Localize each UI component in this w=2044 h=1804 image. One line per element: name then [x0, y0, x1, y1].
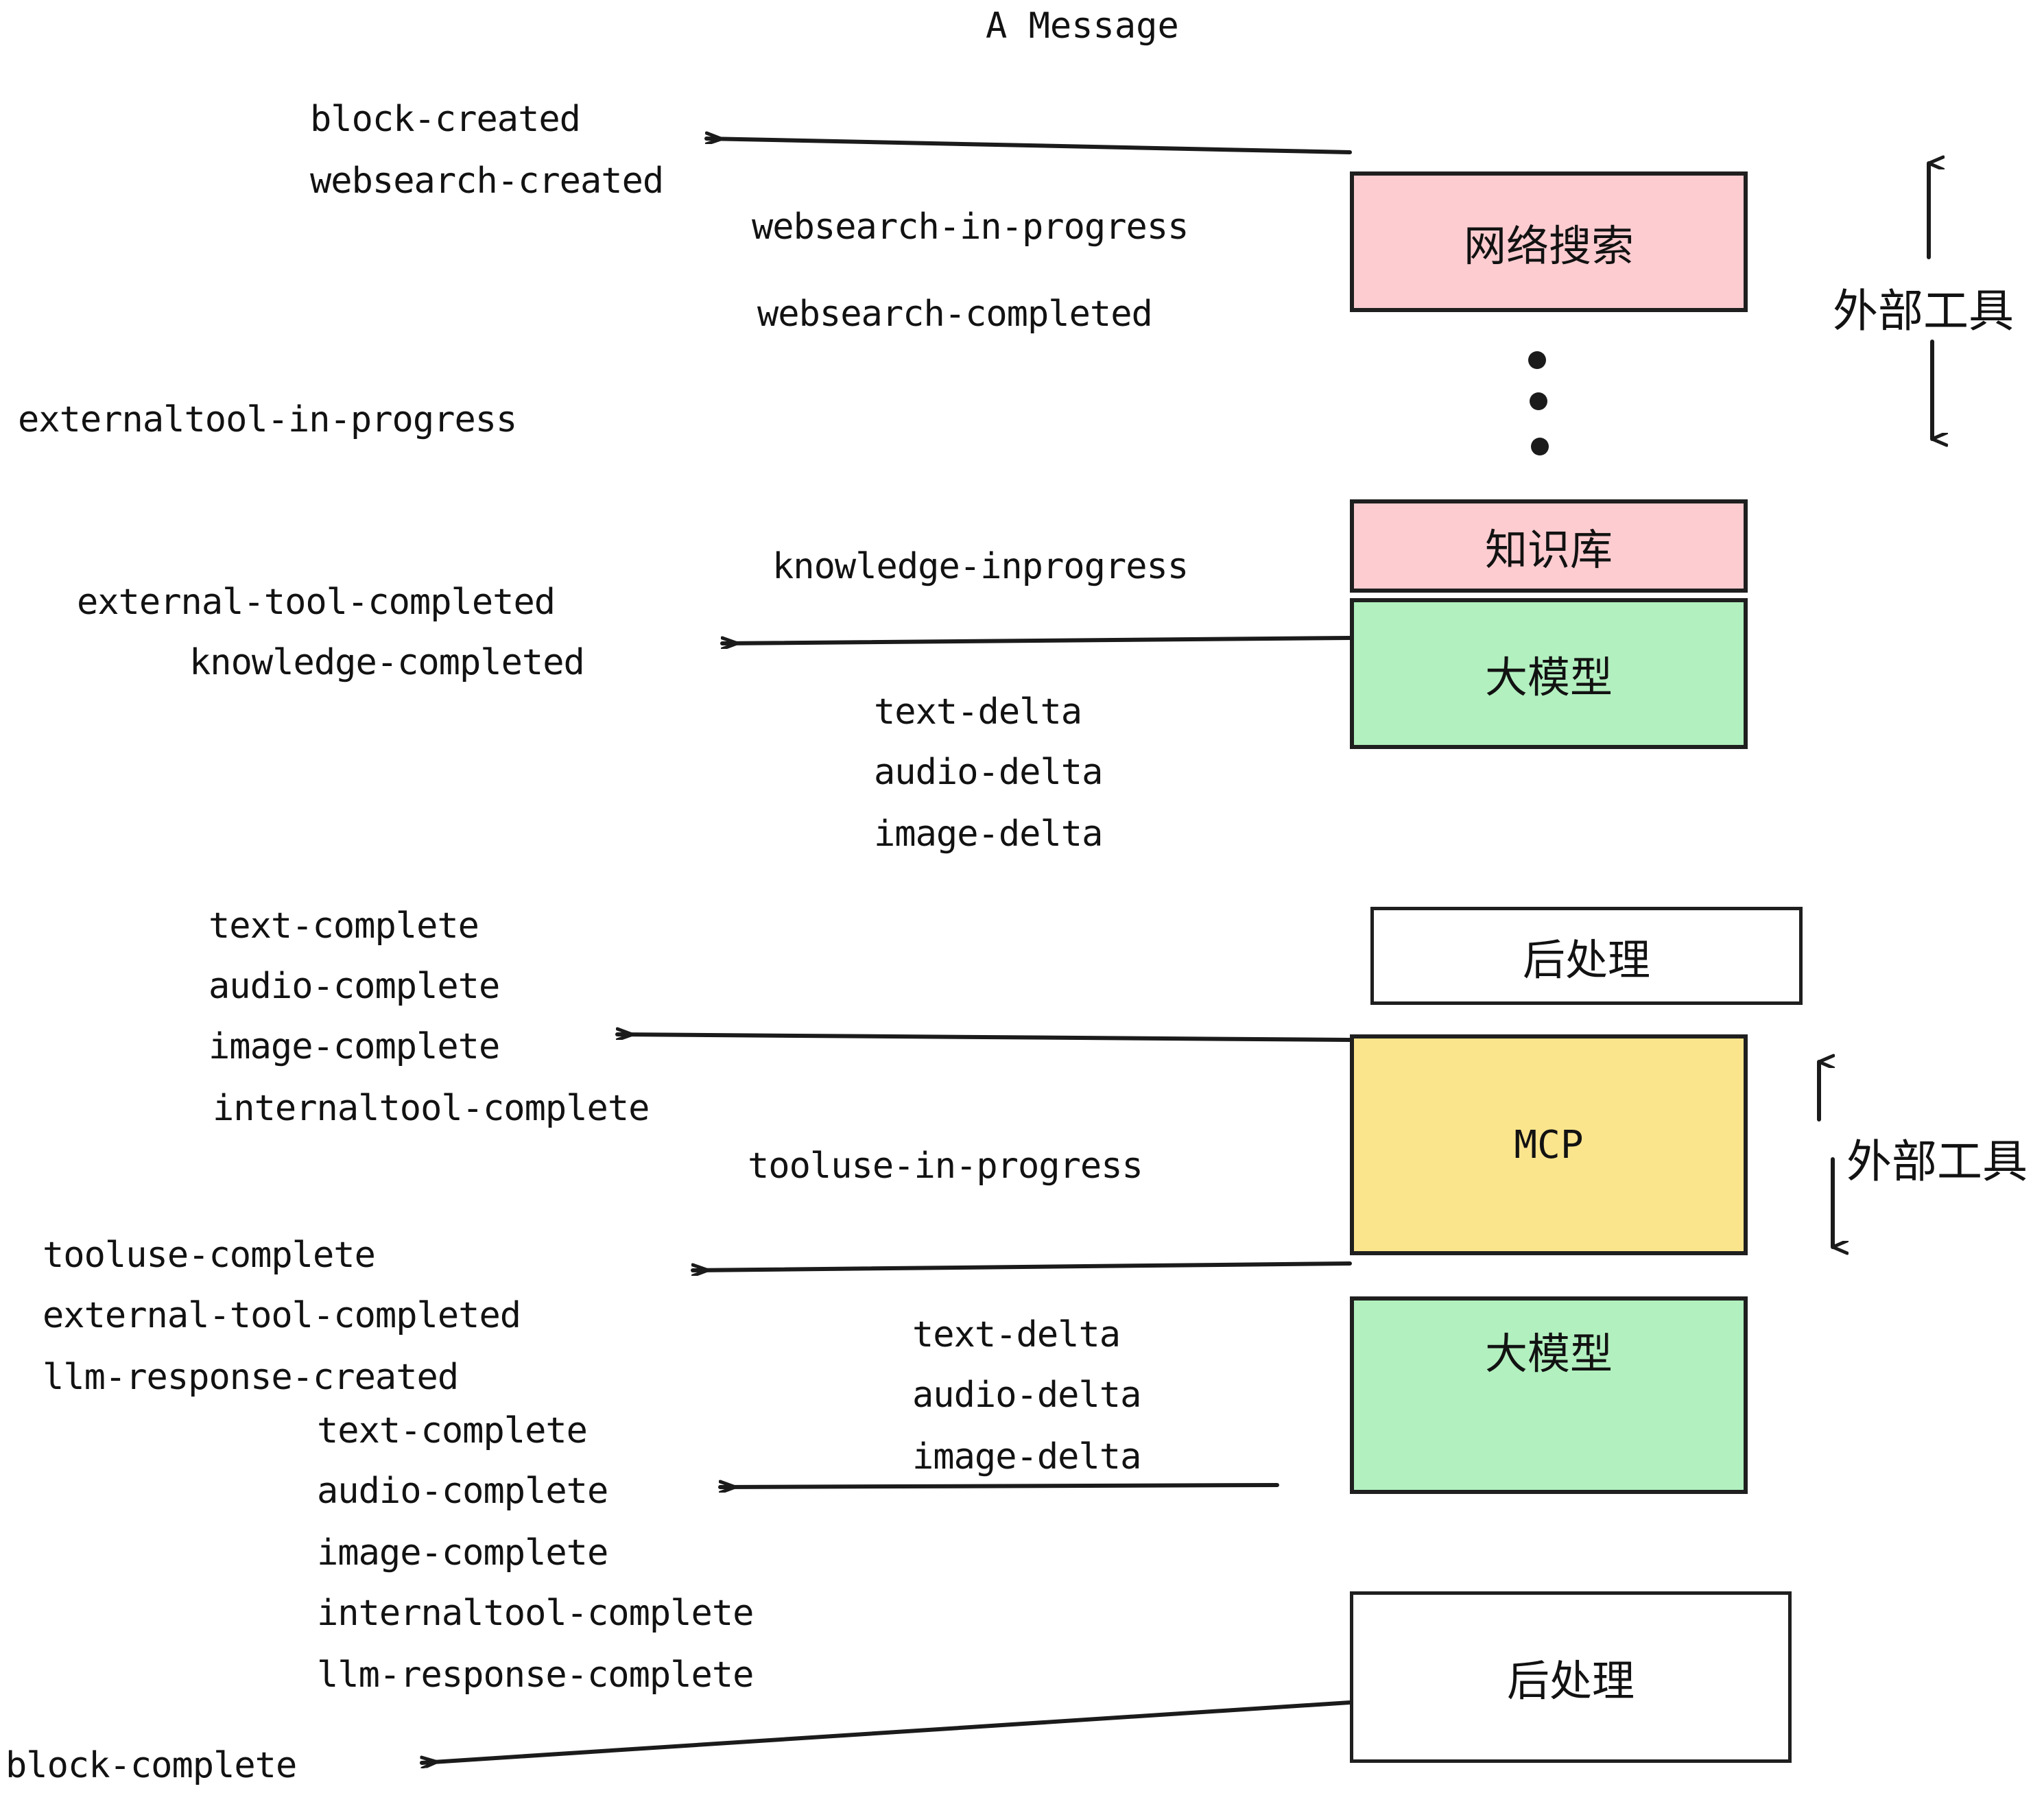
event-websearch-in-progress: websearch-in-progress: [752, 206, 1189, 248]
event-text-delta-2: text-delta: [912, 1314, 1121, 1355]
arrow-postproc1-to-image-complete: [615, 1034, 1352, 1042]
node-mcp[interactable]: MCP: [1350, 1034, 1748, 1255]
event-internaltool-complete-2: internaltool-complete: [317, 1593, 754, 1634]
event-internaltool-complete-1: internaltool-complete: [213, 1088, 650, 1129]
event-image-delta-2: image-delta: [912, 1436, 1141, 1477]
event-text-complete-1: text-complete: [209, 905, 479, 947]
event-tooluse-complete: tooluse-complete: [43, 1235, 376, 1276]
event-block-complete: block-complete: [5, 1745, 297, 1786]
node-llm-1-label: 大模型: [1484, 652, 1613, 702]
node-knowledge-label: 知识库: [1484, 525, 1613, 575]
node-llm-1[interactable]: 大模型: [1350, 598, 1748, 749]
event-external-tool-completed-2: external-tool-completed: [43, 1295, 521, 1336]
external-tools-label-bottom: 外部工具: [1846, 1135, 2028, 1188]
event-image-delta-1: image-delta: [874, 814, 1103, 855]
page-title: A Message: [986, 5, 1179, 47]
node-llm-2[interactable]: 大模型: [1350, 1296, 1748, 1494]
event-knowledge-inprogress: knowledge-inprogress: [772, 546, 1189, 587]
arrow-postproc2-to-block-complete: [422, 1700, 1352, 1763]
event-image-complete-1: image-complete: [209, 1026, 500, 1067]
node-websearch-label: 网络搜索: [1463, 220, 1634, 271]
node-llm-2-label: 大模型: [1484, 1329, 1613, 1379]
node-postproc-2-label: 后处理: [1506, 1656, 1635, 1706]
event-text-complete-2: text-complete: [317, 1410, 588, 1451]
ellipsis-dot-3: [1531, 438, 1549, 455]
node-postproc-2[interactable]: 后处理: [1350, 1591, 1792, 1763]
event-block-created: block-created: [310, 99, 581, 140]
arrow-knowledge-to-completed: [720, 636, 1352, 643]
arrow-websearch-to-created: [704, 139, 1352, 154]
arrow-llm2-to-audio-complete: [718, 1485, 1279, 1487]
event-websearch-created: websearch-created: [310, 161, 664, 202]
ellipsis-dot-2: [1530, 392, 1547, 410]
node-postproc-1[interactable]: 后处理: [1370, 907, 1803, 1005]
node-websearch[interactable]: 网络搜索: [1350, 171, 1748, 312]
event-audio-delta-2: audio-delta: [912, 1375, 1141, 1416]
event-externaltool-in-progress: externaltool-in-progress: [18, 399, 517, 440]
arrow-mcp-to-tooluse-complete: [691, 1261, 1352, 1270]
event-external-tool-completed-1: external-tool-completed: [77, 582, 556, 623]
event-llm-response-created: llm-response-created: [43, 1357, 459, 1398]
event-text-delta-1: text-delta: [874, 691, 1082, 733]
node-mcp-label: MCP: [1514, 1122, 1584, 1167]
event-websearch-completed: websearch-completed: [757, 294, 1153, 335]
event-audio-complete-1: audio-complete: [209, 966, 500, 1007]
event-llm-response-complete: llm-response-complete: [317, 1654, 754, 1696]
event-knowledge-completed: knowledge-completed: [189, 642, 585, 683]
external-tools-label-top: 外部工具: [1833, 285, 2014, 337]
event-audio-delta-1: audio-delta: [874, 752, 1103, 793]
node-knowledge[interactable]: 知识库: [1350, 499, 1748, 593]
event-audio-complete-2: audio-complete: [317, 1471, 608, 1512]
event-image-complete-2: image-complete: [317, 1532, 608, 1574]
ellipsis-dot-1: [1528, 351, 1546, 369]
event-tooluse-in-progress: tooluse-in-progress: [748, 1146, 1143, 1187]
node-postproc-1-label: 后处理: [1522, 934, 1650, 985]
